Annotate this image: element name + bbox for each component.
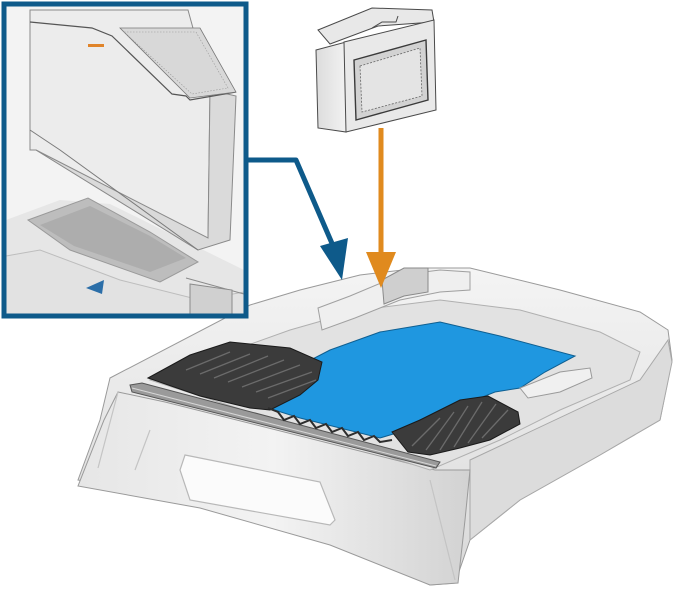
insert-slot [381, 267, 429, 305]
tray-right-wall [469, 338, 673, 542]
rear-right-pocket [519, 367, 593, 399]
rear-ribbed-grip [391, 395, 521, 456]
removable-insert [315, 7, 437, 133]
inset-detail-view [1, 1, 249, 319]
straight-arrow-down-icon [366, 128, 396, 288]
front-ribbed-grip [146, 341, 323, 411]
front-cutout [179, 454, 336, 526]
inset-frame [1, 1, 249, 319]
bent-arrow-down-right-icon [244, 157, 348, 280]
foam-serrated-edge [267, 407, 393, 444]
blue-marker-icon [86, 280, 104, 294]
orange-marker-icon [88, 44, 104, 47]
